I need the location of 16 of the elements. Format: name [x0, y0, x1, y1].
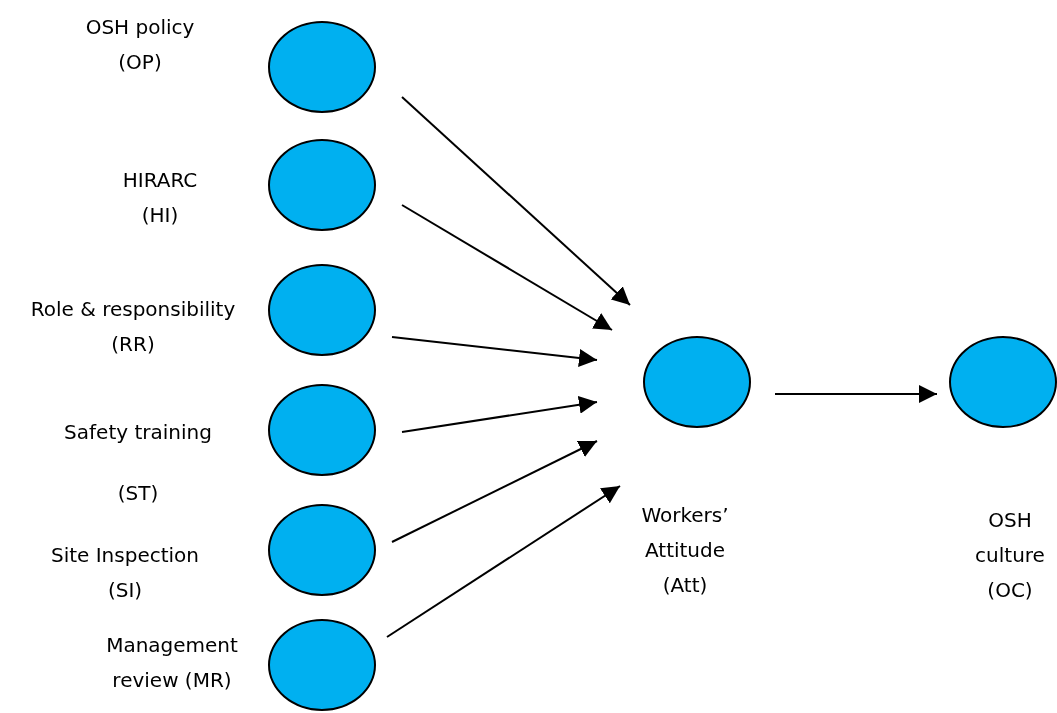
node-label: (ST) — [116, 480, 160, 507]
node-label: Safety training — [63, 419, 213, 446]
arrow — [401, 96, 631, 306]
node-label: Site Inspection (SI) — [49, 542, 201, 604]
arrow — [386, 485, 621, 638]
node-label: Role & responsibility (RR) — [29, 296, 237, 358]
node-label: Management review (MR) — [105, 632, 239, 694]
arrow — [391, 440, 598, 543]
arrow — [391, 336, 598, 367]
node-label: OSH policy (OP) — [84, 14, 196, 76]
node-label: HIRARC (HI) — [121, 167, 199, 229]
node-label: Workers’ Attitude (Att) — [640, 502, 730, 599]
arrow — [774, 385, 938, 403]
arrow — [401, 395, 598, 433]
node-label: OSH culture (OC) — [974, 507, 1046, 604]
arrow — [401, 204, 613, 331]
